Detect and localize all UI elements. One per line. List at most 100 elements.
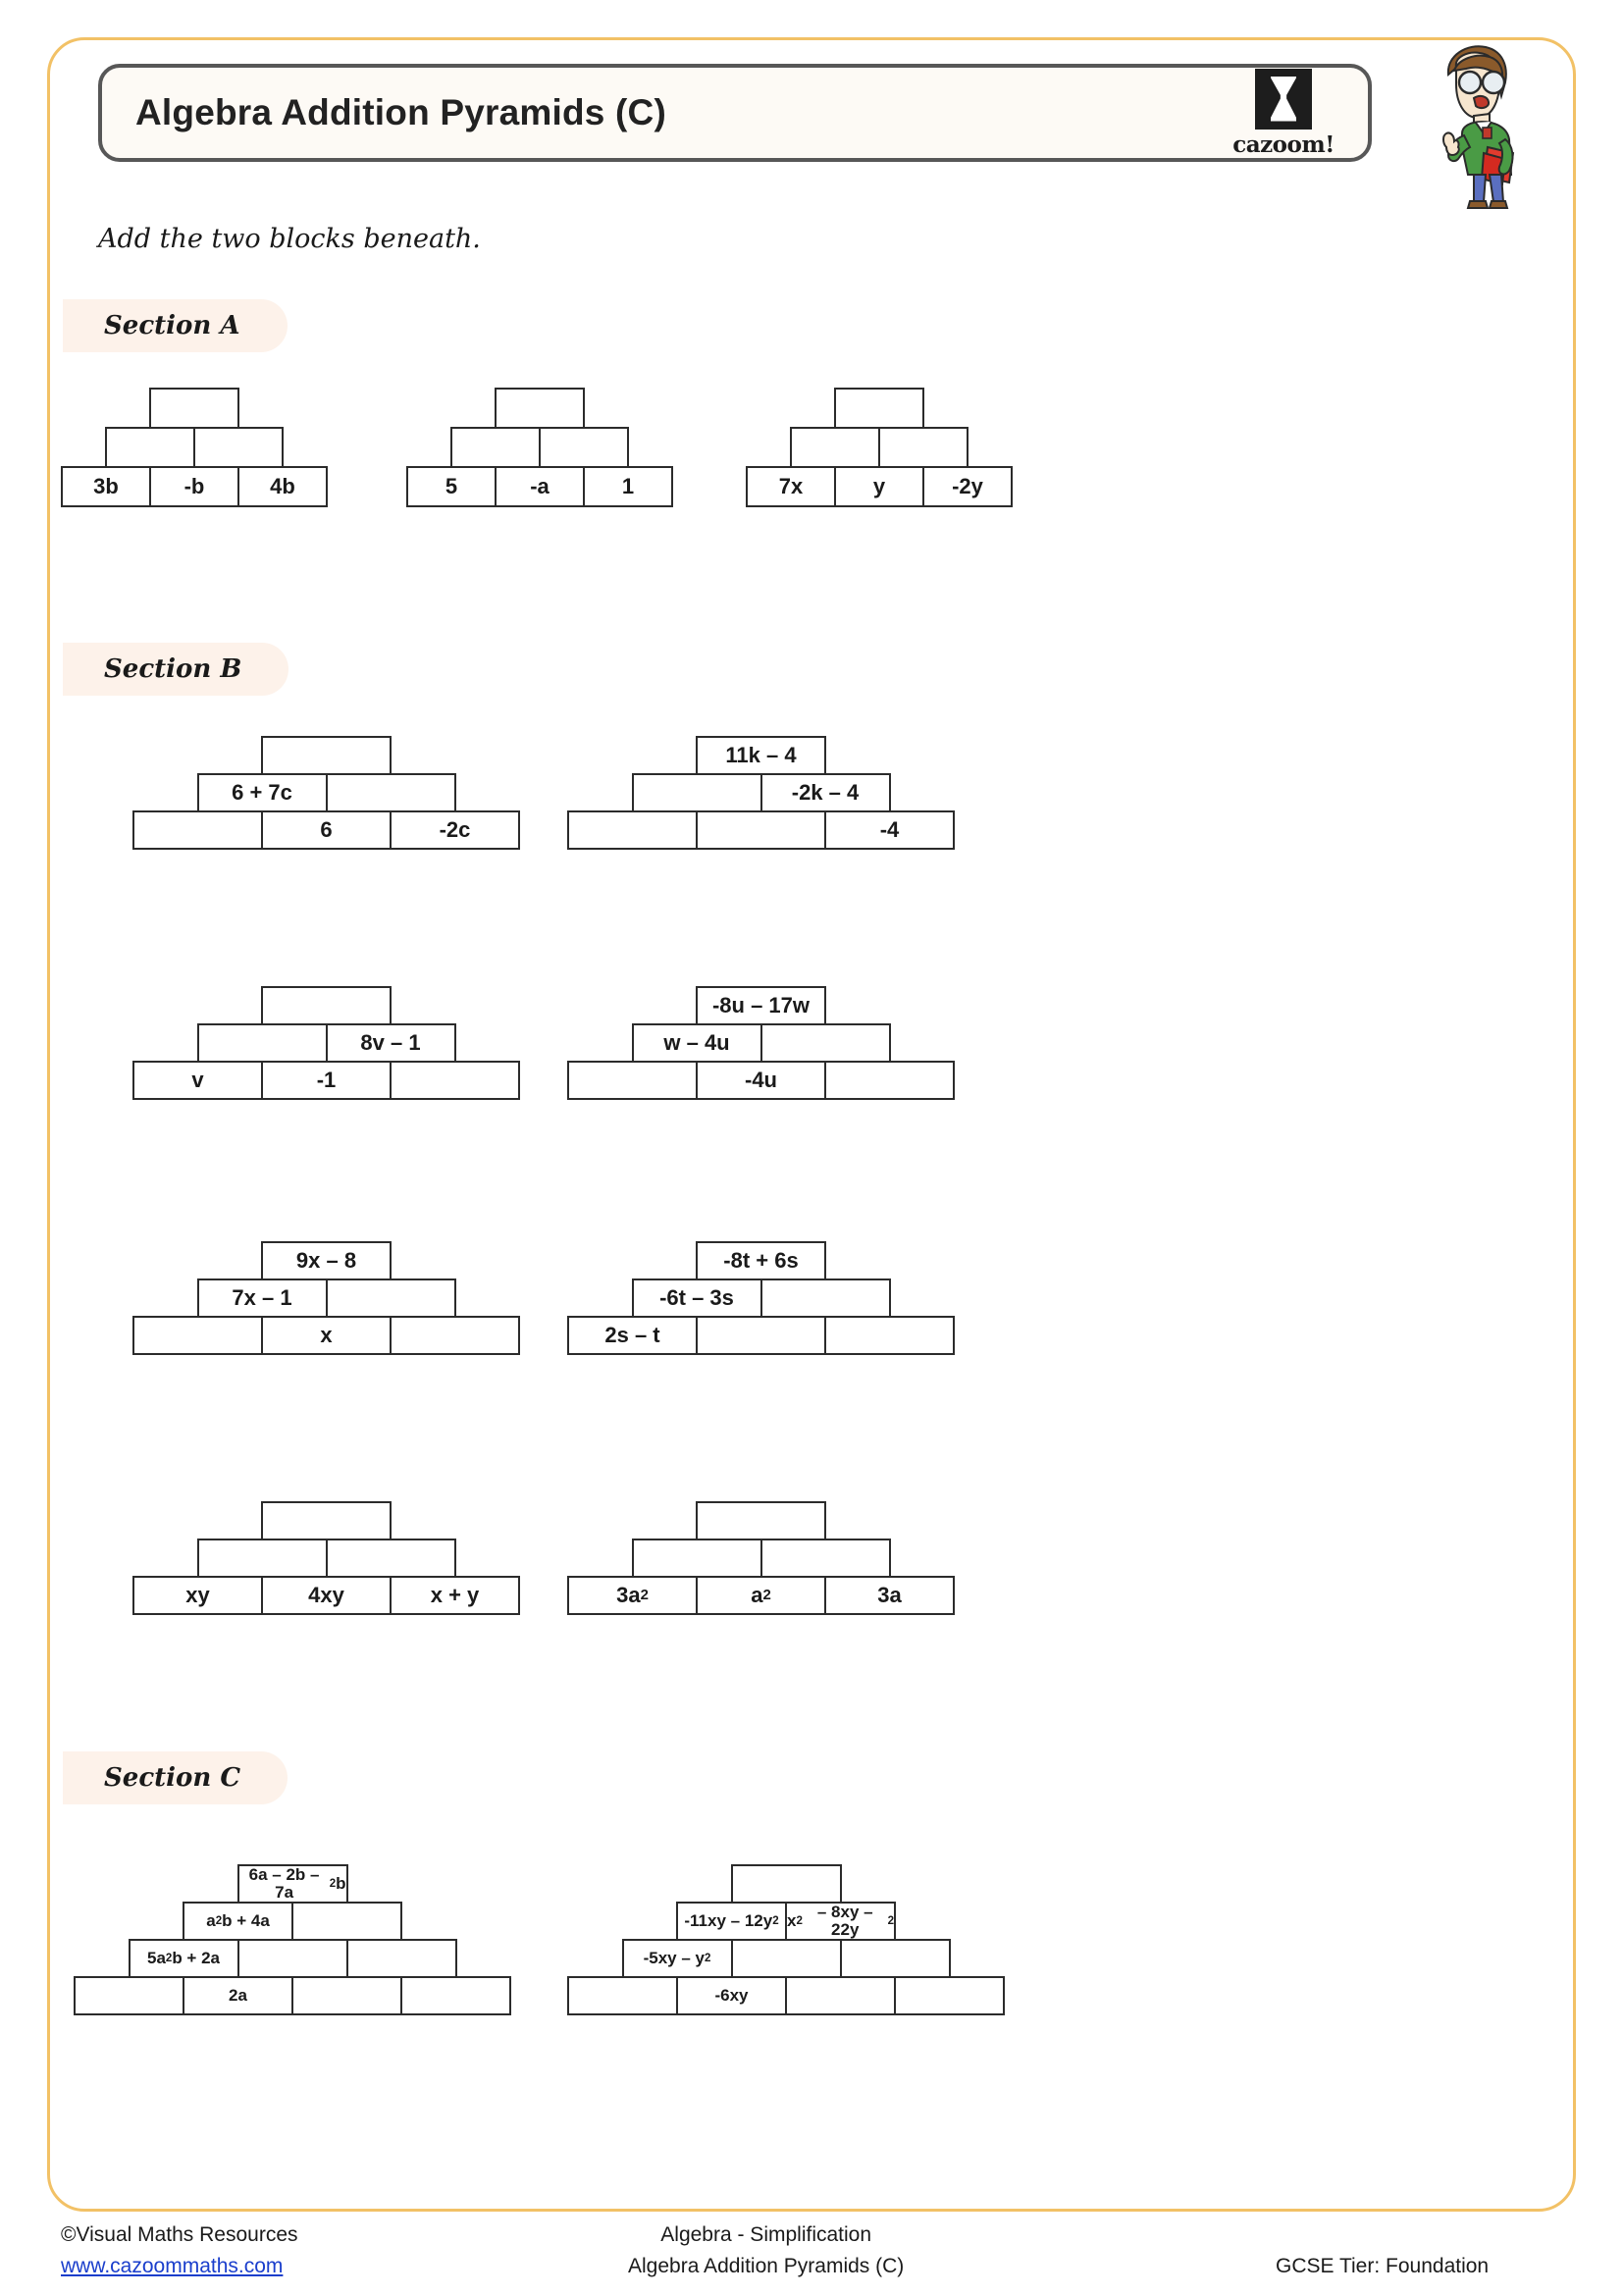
pyramid-row: 2a	[74, 1976, 511, 2015]
pyramid-cell-blank[interactable]	[696, 1501, 826, 1540]
pyramid-cell-blank[interactable]	[132, 810, 263, 850]
pyramid-row: 8v – 1	[132, 1023, 518, 1063]
section-label-c: Section C	[104, 1763, 241, 1793]
pyramid-cell-blank[interactable]	[291, 1902, 402, 1941]
pyramid-row: v-1	[132, 1061, 520, 1100]
pyramid-cell-filled: -8u – 17w	[696, 986, 826, 1025]
section-label-a: Section A	[104, 311, 240, 340]
pyramid-cell-blank[interactable]	[730, 1939, 842, 1978]
pyramid-cell-blank[interactable]	[790, 427, 880, 468]
pyramid-cell-blank[interactable]	[894, 1976, 1005, 2015]
pyramid-cell-blank[interactable]	[196, 1023, 328, 1063]
pyramid-cell-blank[interactable]	[495, 388, 585, 429]
pyramid-cell-filled: 8v – 1	[325, 1023, 456, 1063]
worksheet-name-text: Algebra Addition Pyramids (C)	[628, 2255, 905, 2277]
pyramid-cell-filled: xy	[132, 1576, 263, 1615]
pyramid-cell-filled: -4u	[696, 1061, 826, 1100]
section-header-a: Section A	[63, 299, 288, 352]
pyramid-cell-blank[interactable]	[196, 1539, 328, 1578]
pyramid-cell-filled: -1	[261, 1061, 392, 1100]
pyramid-cell-blank[interactable]	[824, 1061, 955, 1100]
pyramid-cell-blank[interactable]	[325, 1278, 456, 1318]
pyramid-cell-blank[interactable]	[193, 427, 284, 468]
pyramid-cell-filled: -4	[824, 810, 955, 850]
pyramid-cell-blank[interactable]	[785, 1976, 896, 2015]
page-border	[47, 37, 1576, 2212]
pyramid-cell-blank[interactable]	[325, 773, 456, 812]
pyramid-cell-blank[interactable]	[567, 810, 698, 850]
pyramid-cell-filled: 2a	[183, 1976, 293, 2015]
pyramid-cell-blank[interactable]	[325, 1539, 456, 1578]
pyramid-cell-blank[interactable]	[631, 1539, 762, 1578]
pyramid-row	[61, 427, 326, 468]
pyramid-cell-blank[interactable]	[759, 1278, 891, 1318]
website-link[interactable]: www.cazoommaths.com	[61, 2255, 284, 2277]
pyramid-cell-blank[interactable]	[236, 1939, 348, 1978]
pyramid-row: 9x – 8	[132, 1241, 518, 1280]
pyramid-cell-blank[interactable]	[839, 1939, 951, 1978]
footer-right: GCSE Tier: Foundation	[1276, 2251, 1489, 2282]
pyramid-cell-filled: 11k – 4	[696, 736, 826, 775]
pyramid-cell-blank[interactable]	[149, 388, 239, 429]
pyramid-cell-blank[interactable]	[261, 1501, 392, 1540]
pyramid-cell-blank[interactable]	[567, 1061, 698, 1100]
pyramid-cell-filled: 7x – 1	[196, 1278, 328, 1318]
pyramid-row: w – 4u	[567, 1023, 953, 1063]
pyramid-cell-blank[interactable]	[759, 1539, 891, 1578]
pyramid-cell-filled: -a	[495, 466, 585, 507]
pyramid-cell-blank[interactable]	[450, 427, 541, 468]
pyramid-cell-blank[interactable]	[261, 986, 392, 1025]
pyramid-row: -8u – 17w	[567, 986, 953, 1025]
pyramid-cell-blank[interactable]	[291, 1976, 402, 2015]
pyramid-b2: 11k – 4-2k – 4-4	[567, 736, 955, 850]
pyramid-cell-blank[interactable]	[567, 1976, 678, 2015]
pyramid-cell-blank[interactable]	[759, 1023, 891, 1063]
cazoom-wordmark: cazoom!	[1232, 130, 1335, 158]
pyramid-cell-blank[interactable]	[345, 1939, 457, 1978]
pyramid-cell-blank[interactable]	[878, 427, 969, 468]
pyramid-cell-filled: 5	[406, 466, 497, 507]
pyramid-cell-blank[interactable]	[696, 810, 826, 850]
pyramid-cell-blank[interactable]	[631, 773, 762, 812]
pyramid-cell-blank[interactable]	[105, 427, 195, 468]
pyramid-cell-filled: -2c	[390, 810, 520, 850]
pyramid-row: x	[132, 1316, 520, 1355]
section-header-c: Section C	[63, 1751, 288, 1804]
tier-text: GCSE Tier: Foundation	[1276, 2255, 1490, 2277]
pyramid-cell-blank[interactable]	[390, 1316, 520, 1355]
pyramid-cell-blank[interactable]	[834, 388, 924, 429]
pyramid-cell-blank[interactable]	[390, 1061, 520, 1100]
pyramid-row	[132, 1539, 518, 1578]
pyramid-cell-blank[interactable]	[696, 1316, 826, 1355]
copyright-text: ©Visual Maths Resources	[61, 2223, 298, 2246]
pyramid-cell-blank[interactable]	[74, 1976, 184, 2015]
pyramid-cell-blank[interactable]	[400, 1976, 511, 2015]
pyramid-row: -4	[567, 810, 955, 850]
pyramid-cell-blank[interactable]	[824, 1316, 955, 1355]
topic-text: Algebra - Simplification	[660, 2223, 872, 2246]
pyramid-cell-blank[interactable]	[261, 736, 392, 775]
pyramid-cell-blank[interactable]	[539, 427, 629, 468]
pyramid-cell-filled: -2y	[922, 466, 1013, 507]
pyramid-cell-filled: 1	[583, 466, 673, 507]
pyramid-cell-filled: 3b	[61, 466, 151, 507]
section-label-b: Section B	[104, 654, 242, 684]
pyramid-cell-blank[interactable]	[730, 1864, 842, 1904]
pyramid-cell-blank[interactable]	[132, 1316, 263, 1355]
pyramid-row: -8t + 6s	[567, 1241, 953, 1280]
pyramid-row	[406, 388, 671, 429]
pyramid-row: -4u	[567, 1061, 955, 1100]
